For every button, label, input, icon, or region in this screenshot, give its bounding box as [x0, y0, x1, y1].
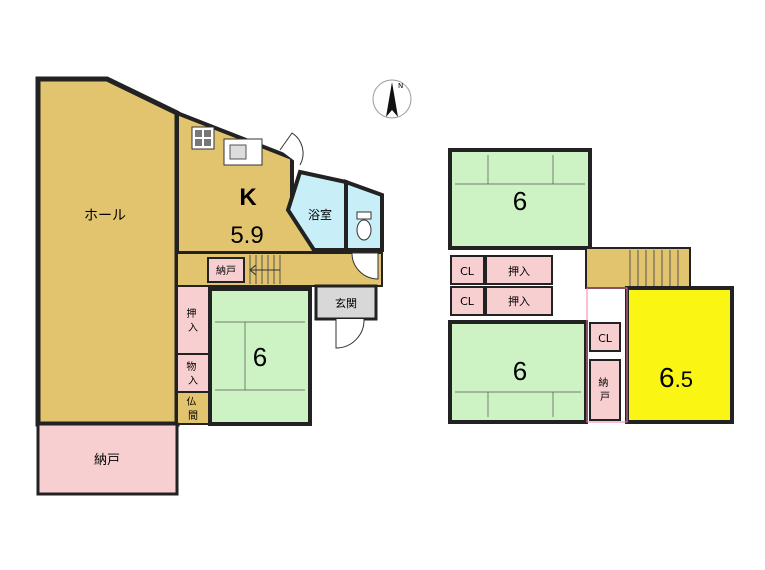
- nando-2f-char2: 戸: [600, 391, 610, 403]
- hall-label: ホール: [84, 208, 126, 224]
- tatami-room-top: [448, 148, 592, 250]
- tatami-bottom-size: 6: [513, 356, 527, 386]
- cl-1: [450, 255, 485, 285]
- cl-2-label: CL: [460, 295, 475, 308]
- compass-label: N: [398, 82, 403, 90]
- storage-bottom-1f: [36, 422, 179, 496]
- oshiire-1f-char1: 押: [186, 307, 196, 320]
- nando-2f-char1: 納: [598, 376, 608, 389]
- butsuma-char2: 間: [188, 410, 198, 422]
- tatami-grid-top: [455, 155, 585, 185]
- oshiire-2f-1: [485, 255, 553, 285]
- corridor-door: [351, 252, 379, 280]
- western-size-frac: .5: [675, 367, 693, 392]
- kitchen-door: [279, 132, 304, 166]
- nando-2f: [589, 359, 621, 421]
- stove-icon: [191, 126, 215, 150]
- oshiire-2f-2: [485, 286, 553, 316]
- cl-3: [589, 322, 621, 352]
- tatami-grid-bottom: [455, 391, 581, 417]
- cl-3-label: CL: [598, 332, 613, 345]
- sink-icon: [223, 138, 263, 166]
- mono-ire-char1: 物: [186, 360, 196, 373]
- western-size-main: 6: [659, 362, 675, 393]
- entrance-door: [335, 318, 365, 349]
- closet-top-label: 納戸: [216, 264, 236, 277]
- stairs-arrow-icon: [249, 264, 280, 276]
- bath-room: [285, 169, 348, 252]
- entrance-label: 玄関: [335, 296, 357, 310]
- cl-1-label: CL: [460, 265, 475, 278]
- tatami-1f-size: 6: [253, 342, 267, 372]
- bath-label: 浴室: [308, 207, 332, 222]
- north-arrow-icon: N: [372, 79, 412, 119]
- floor-2: 6 CL 押入 CL 押入 6: [448, 148, 734, 424]
- hall-room: [35, 76, 180, 427]
- kitchen-size: 5.9: [230, 222, 263, 249]
- tatami-room-bottom: [448, 320, 588, 424]
- floor-1: ホール K 5.9 浴室: [35, 76, 384, 496]
- tatami-top-size: 6: [513, 186, 527, 216]
- mono-ire-label: 物 入: [186, 360, 199, 387]
- entrance-room: [314, 284, 378, 321]
- western-outline: [586, 287, 628, 423]
- stairs-2f-icon: [629, 250, 679, 286]
- oshiire-2f-2-label: 押入: [508, 294, 530, 308]
- cl-2: [450, 286, 485, 316]
- toilet-icon: [356, 211, 372, 241]
- oshiire-1f: [176, 285, 211, 355]
- butsuma-char1: 仏: [186, 396, 196, 408]
- oshiire-2f-1-label: 押入: [508, 264, 530, 278]
- nando-2f-label: 納 戸: [598, 376, 611, 403]
- oshiire-1f-label: 押 入: [186, 307, 199, 334]
- closet-top: [207, 257, 245, 283]
- storage-bottom-label: 納戸: [94, 453, 120, 468]
- western-size: 6.5: [659, 362, 693, 393]
- kitchen-letter: K: [239, 184, 257, 211]
- tatami-grid-1f: [215, 321, 305, 391]
- western-room: [625, 286, 734, 424]
- butsuma-label: 仏 間: [186, 396, 199, 422]
- mono-ire-char2: 入: [188, 376, 198, 387]
- oshiire-1f-char2: 入: [188, 323, 198, 334]
- tatami-room-1f: [208, 287, 312, 426]
